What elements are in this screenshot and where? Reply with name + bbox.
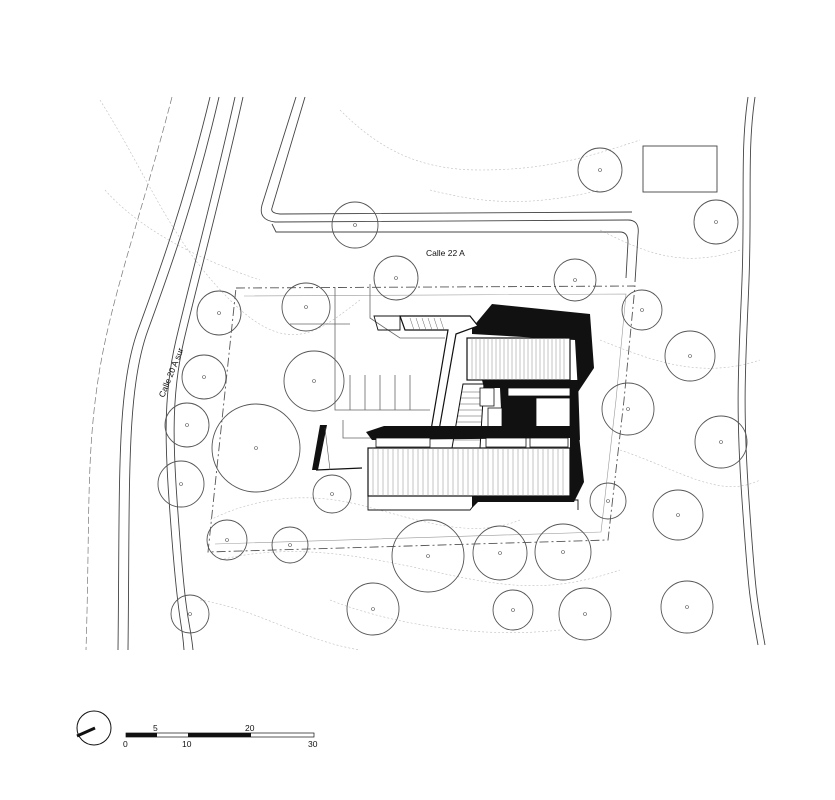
lot-line [207,285,636,553]
contour-lines [99,99,761,651]
east-boundary-inner [744,96,766,646]
scale-tick-0: 0 [123,739,128,749]
lot-line-inner [214,293,627,545]
south-wing-ribs [372,448,564,496]
scale-tick-30: 30 [308,739,318,749]
parking-area [290,284,445,439]
street-label-north: Calle 22 A [426,248,465,258]
north-wing-roof [466,337,571,381]
south-terrace [367,496,579,511]
road-west [117,96,244,651]
scale-tick-10: 10 [182,739,192,749]
north-wing-ribs [471,338,565,380]
east-boundary [737,96,759,646]
scale-tick-20: 20 [245,723,255,733]
north-arrow-icon [76,710,112,746]
north-wing-shadow [472,304,594,392]
tree-trunks [179,168,723,616]
road-north [260,96,639,283]
south-wing-roof [367,447,571,497]
trees [157,147,748,641]
road-west-edge [85,96,173,651]
building [366,304,594,511]
existing-structure [642,145,718,193]
entrance-ramp [312,425,363,471]
scale-bar [125,732,315,738]
entry-stair [409,317,445,331]
scale-tick-5: 5 [153,723,158,733]
street-label-west: Calle 20 A sur [157,346,186,399]
